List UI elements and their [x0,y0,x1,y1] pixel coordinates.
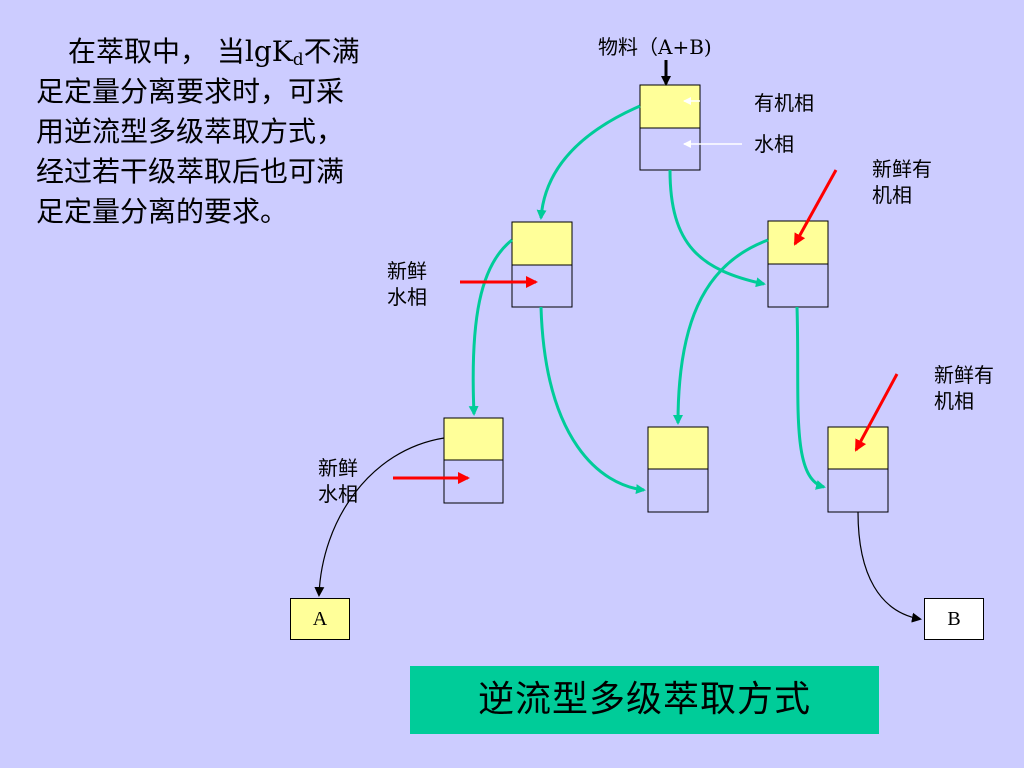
stage-3-left-vessel [443,417,504,504]
stage-2-left-vessel [511,221,573,308]
output-arrow-a [314,437,445,597]
intro-line-5: 足定量分离的要求。 [36,195,289,228]
intro-line-3: 用逆流型多级萃取方式， [36,115,345,148]
output-box-a: A [290,598,350,640]
output-box-b: B [924,598,984,640]
diagram-title-banner: 逆流型多级萃取方式 [410,666,879,734]
fresh-organic-label-1: 新鲜有 机相 [872,157,932,207]
fresh-aqueous-label-1: 新鲜 水相 [387,259,427,309]
fresh-organic-label-2: 新鲜有 机相 [934,363,994,413]
organic-phase-label: 有机相 [754,91,814,115]
output-arrow-b [857,511,922,623]
intro-paragraph: 在萃取中， 当lgKd不满 足定量分离要求时，可采 用逆流型多级萃取方式， 经过… [36,32,436,232]
intro-line-2: 足定量分离要求时，可采 [36,75,345,108]
intro-line-1: 在萃取中， 当lgKd不满 [68,35,360,70]
flow-arrow-6 [795,306,826,490]
feed-label: 物料（A+B) [598,35,712,59]
stage-1-vessel [639,84,701,171]
flow-arrow-3 [468,238,513,416]
flow-arrow-1 [536,104,641,220]
flow-arrow-4 [539,306,646,495]
aqueous-phase-label: 水相 [754,132,794,156]
stage-3-right-vessel [827,426,889,513]
flow-arrow-5 [673,238,769,425]
fresh-organic-arrow-2 [854,373,899,452]
stage-2-right-vessel [767,220,829,308]
stage-3-middle-vessel [647,426,709,513]
fresh-aqueous-label-2: 新鲜 水相 [318,456,358,506]
fresh-organic-arrow-1 [793,169,838,246]
intro-line-4: 经过若干级萃取后也可满 [36,155,345,188]
flow-arrow-2 [668,169,766,288]
